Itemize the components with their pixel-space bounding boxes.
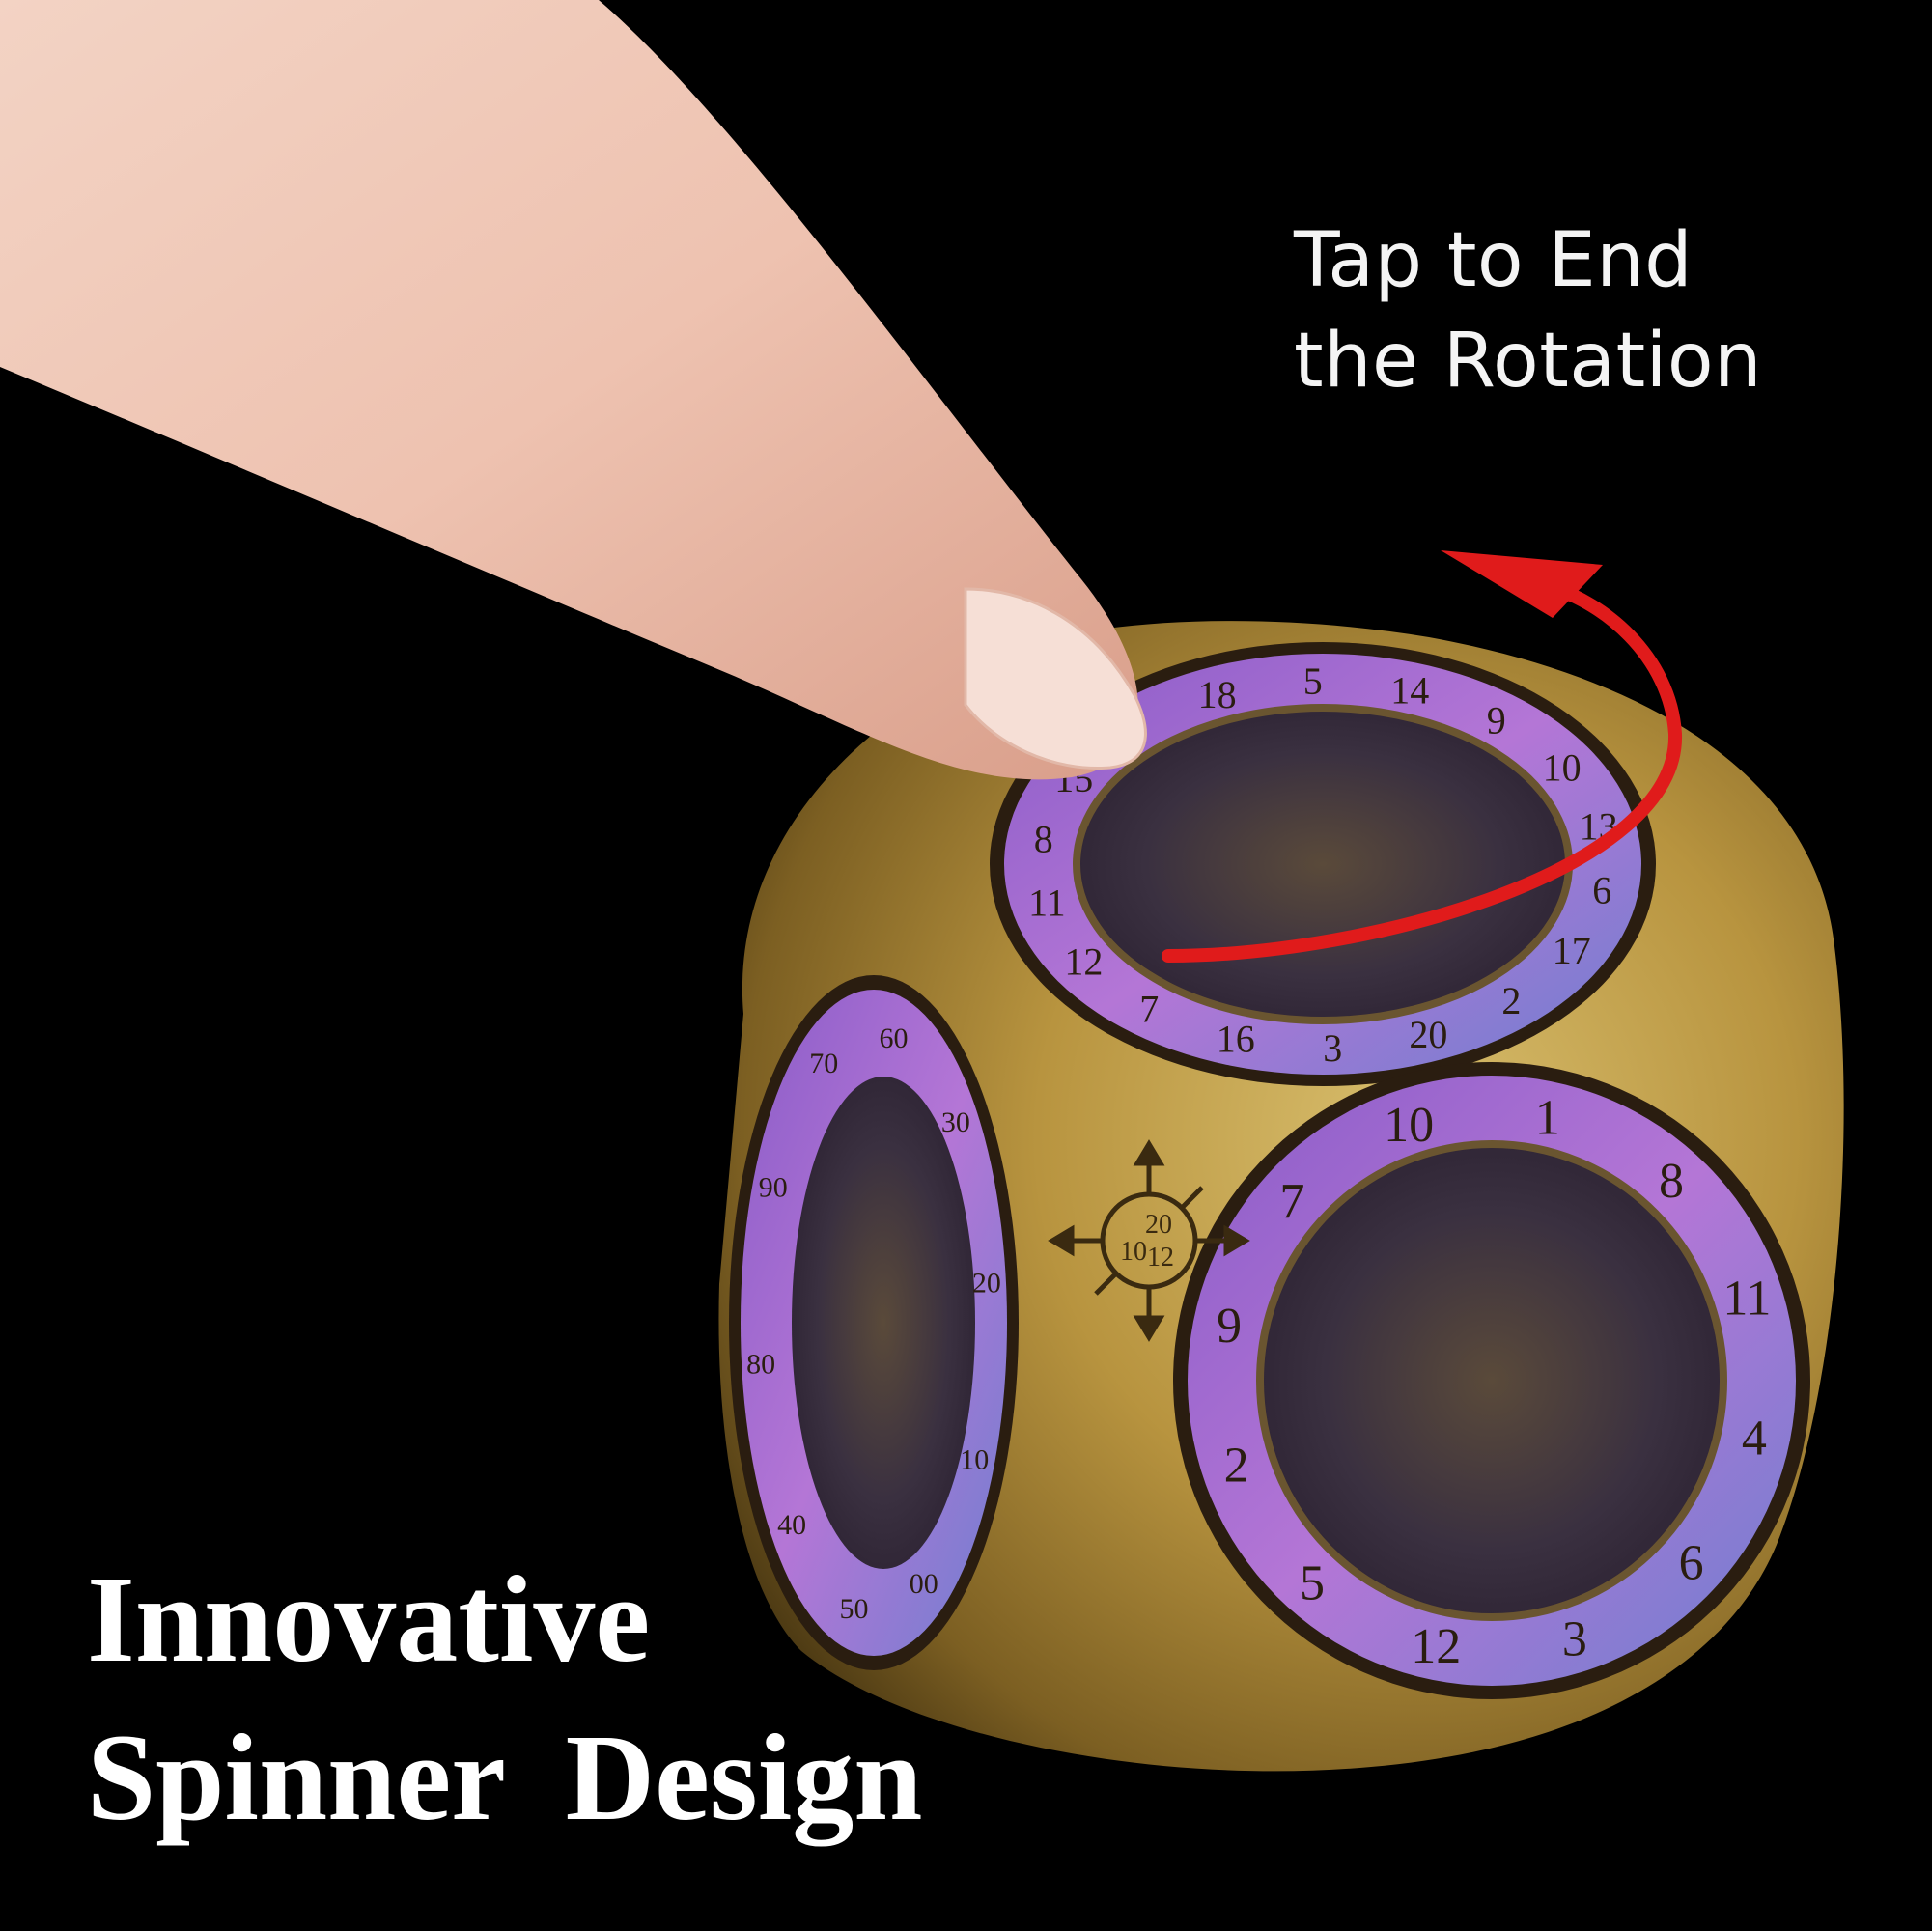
left-dial-number: 60 — [880, 1022, 909, 1054]
top-dial-number: 5 — [1303, 659, 1323, 703]
left-dial-number: 00 — [910, 1568, 938, 1600]
top-dial-number: 9 — [1487, 698, 1506, 742]
left-dial-number: 80 — [746, 1348, 775, 1380]
left-dial-number: 10 — [960, 1443, 989, 1475]
top-dial-number: 8 — [1034, 818, 1053, 861]
right-dial-number: 10 — [1384, 1098, 1434, 1153]
spinner-die: 1851491013617220316712118154 10181146312… — [718, 621, 1844, 1772]
top-dial-number: 18 — [1198, 673, 1237, 716]
top-dial-number: 2 — [1501, 979, 1521, 1022]
right-dial-number: 8 — [1659, 1154, 1684, 1209]
instruction-caption: Tap to End the Rotation — [1294, 210, 1892, 411]
top-dial-number: 3 — [1323, 1026, 1342, 1070]
right-dial-number: 6 — [1679, 1536, 1704, 1591]
emblem-number-a: 20 — [1145, 1210, 1172, 1240]
right-dial-number: 11 — [1722, 1272, 1771, 1327]
top-dial-number: 10 — [1543, 745, 1582, 789]
right-dial-number: 9 — [1217, 1299, 1242, 1354]
left-dial-number: 90 — [759, 1172, 788, 1204]
right-dial-number: 4 — [1742, 1411, 1767, 1466]
top-dial-number: 7 — [1139, 988, 1159, 1031]
top-dial: 1851491013617220316712118154 — [990, 642, 1656, 1086]
top-dial-number: 20 — [1409, 1013, 1447, 1056]
right-dial-number: 5 — [1300, 1555, 1325, 1610]
top-dial-number: 12 — [1064, 940, 1103, 984]
right-dial-number: 1 — [1535, 1090, 1560, 1145]
left-dial-number: 70 — [809, 1048, 838, 1079]
top-dial-number: 14 — [1390, 668, 1429, 712]
left-dial-number: 50 — [840, 1593, 869, 1625]
left-dial-number: 40 — [777, 1509, 806, 1541]
headline-line-1: Innovative — [87, 1551, 651, 1688]
left-dial-numbers: 60 30 20 10 00 50 40 80 90 70 — [746, 1022, 1001, 1625]
top-dial-number: 17 — [1553, 929, 1591, 972]
rotation-arrow — [1162, 550, 1683, 963]
left-dial-number: 20 — [972, 1268, 1001, 1300]
emblem-number-b: 12 — [1147, 1243, 1174, 1273]
caption-line-1: Tap to End — [1294, 217, 1694, 304]
d20-emblem: 20 12 10 — [1048, 1139, 1250, 1342]
headline-line-2: Spinner Design — [87, 1709, 923, 1846]
emblem-number-c: 10 — [1120, 1237, 1147, 1267]
top-dial-number: 11 — [1028, 882, 1066, 925]
top-dial-number: 16 — [1217, 1018, 1255, 1061]
finger — [0, 0, 1147, 780]
headline: Innovative Spinner Design — [87, 1540, 1149, 1857]
left-dial: 60 30 20 10 00 50 40 80 90 70 — [729, 975, 1019, 1670]
top-dial-number: 6 — [1592, 868, 1611, 911]
right-dial-number: 2 — [1224, 1439, 1249, 1494]
right-dial-number: 3 — [1562, 1612, 1587, 1667]
caption-line-2: the Rotation — [1294, 318, 1763, 405]
left-dial-number: 30 — [941, 1106, 970, 1138]
fingernail — [964, 587, 1147, 770]
right-dial-number: 7 — [1279, 1174, 1304, 1229]
right-dial-number: 12 — [1411, 1619, 1461, 1674]
